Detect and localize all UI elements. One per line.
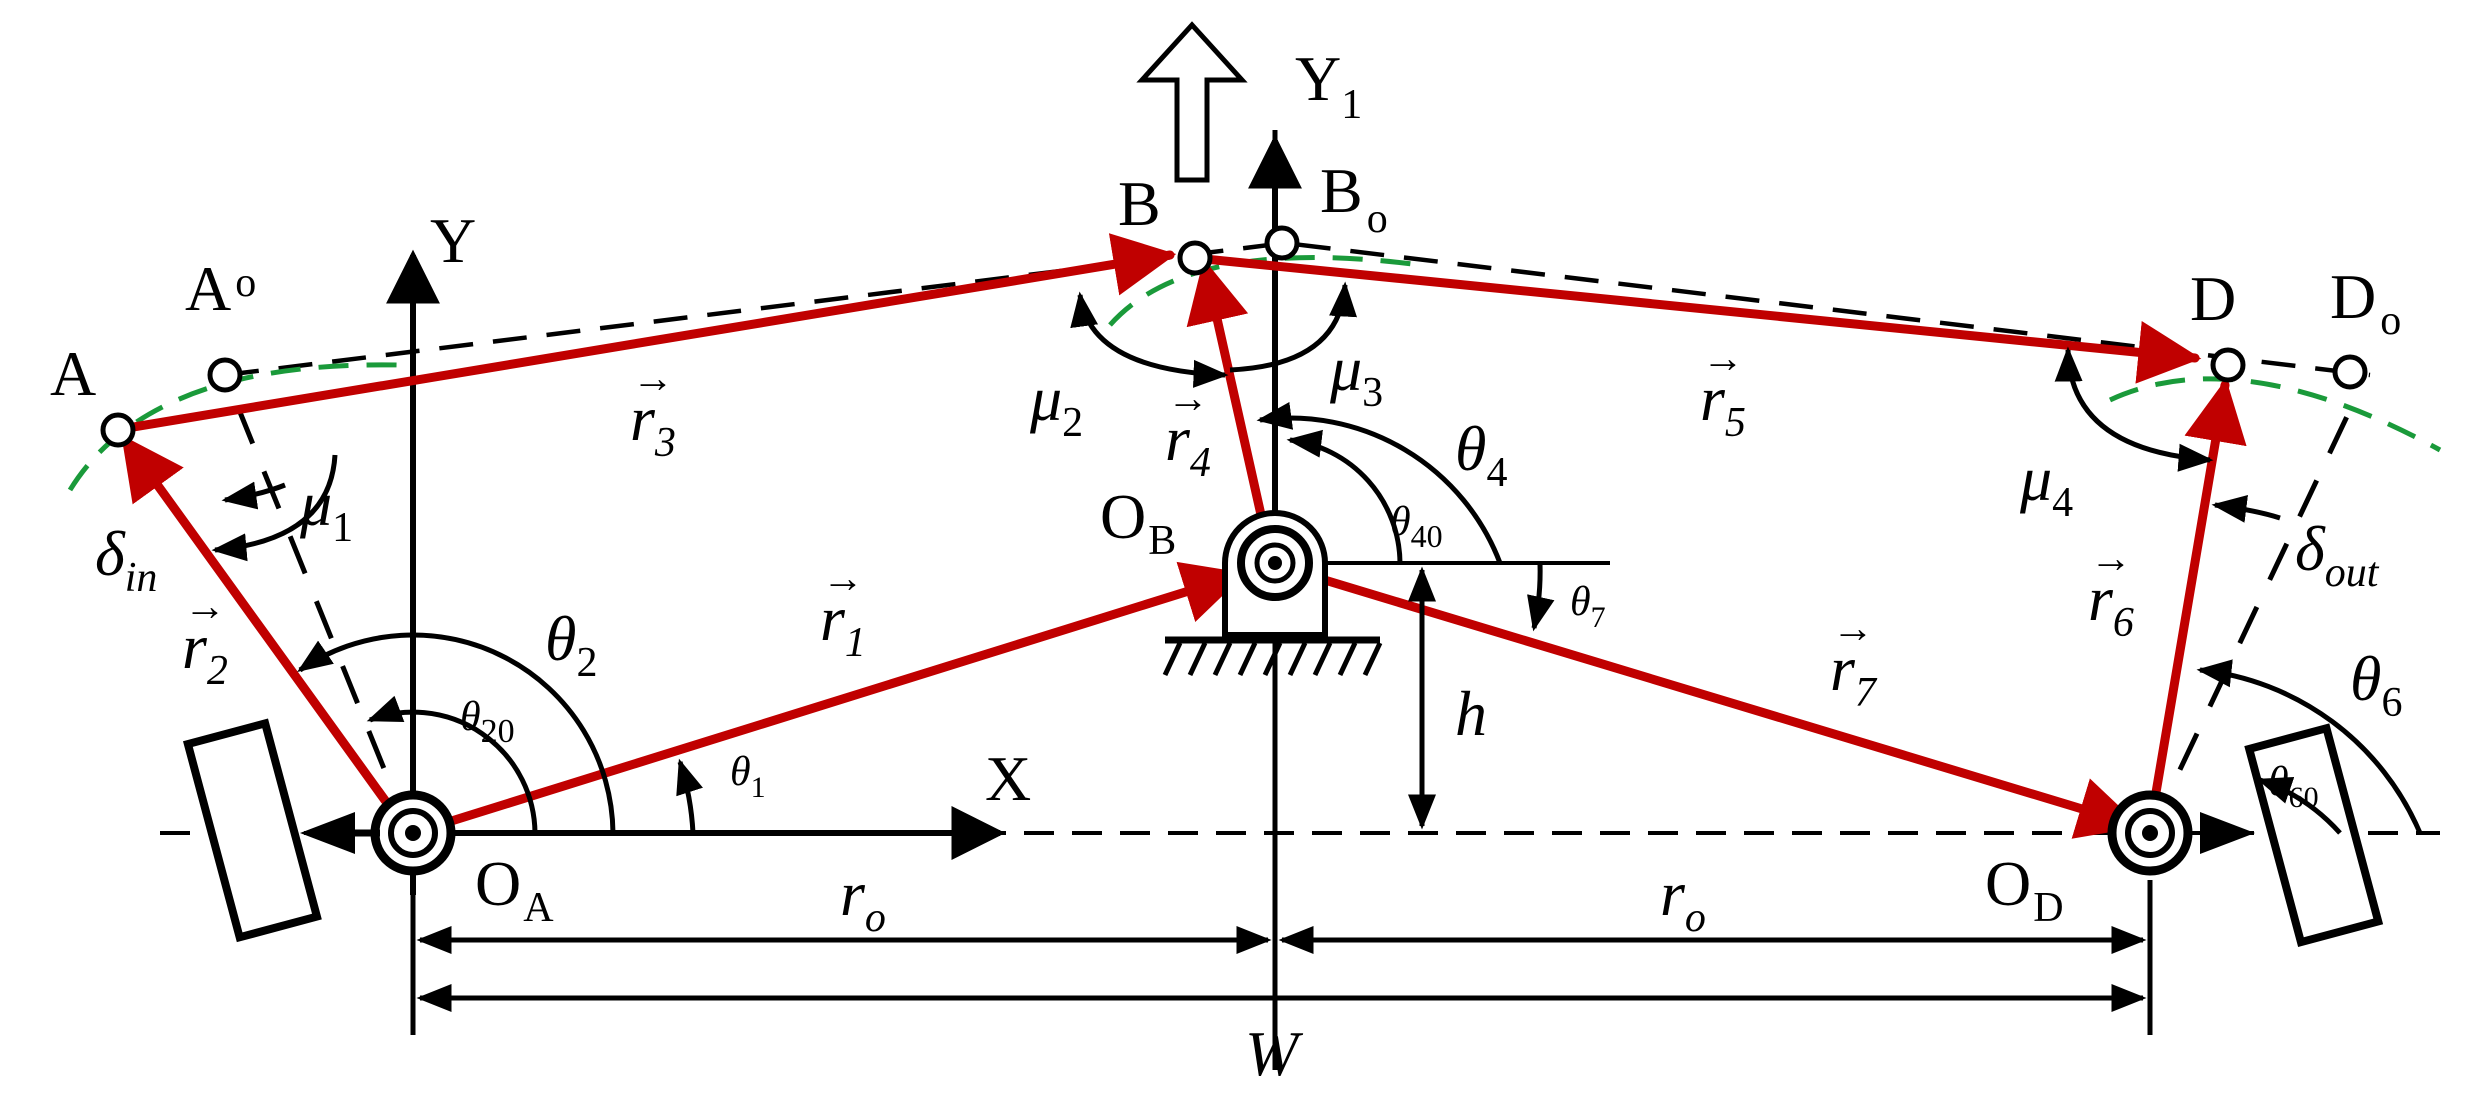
svg-text:→: → [632,356,674,402]
arc-mu2 [1070,291,1229,388]
vector-r3 [110,233,1177,435]
svg-text:→: → [2090,536,2132,582]
path-curve-middle [1108,255,1421,327]
x-axis-label: X [985,743,1031,814]
knuckle-arm-original-right [2147,408,2353,835]
vector-r4 [1186,258,1275,560]
point-B-joint [1177,240,1213,276]
original-link-dashed-line [224,240,2371,378]
label-Do: Do [2330,261,2401,344]
path-curve-left [67,362,401,492]
label-B: B [1118,168,1161,239]
label-OA: OA [475,848,554,931]
label-W: W [1245,1018,1304,1089]
knuckle-arm-original-left [222,374,413,834]
label-D: D [2190,263,2236,334]
svg-text:r5: r5 [1700,363,1746,446]
path-curve-right [2108,376,2442,453]
svg-text:→: → [1702,336,1744,382]
label-theta1: θ1 [730,749,766,804]
y1-axis-label: Y1 [1295,43,1362,128]
svg-text:→: → [1167,376,1209,422]
arc-theta60 [2256,776,2342,835]
arc-delta-out [2211,495,2281,523]
label-theta7: θ7 [1570,579,1606,634]
label-r5: r5 → [1700,336,1746,446]
arc-theta6 [2196,659,2423,834]
label-r6: r6 → [2088,536,2134,646]
y-axis-label: Y [430,205,476,276]
label-r3: r3 → [630,356,676,466]
vector-r2 [120,434,410,833]
arc-theta4 [1256,401,1503,564]
arc-theta40 [1286,429,1403,564]
svg-text:r4: r4 [1165,403,1211,486]
pivot-OD [2107,790,2193,876]
arc-theta2 [297,632,616,834]
arc-mu1 [211,454,338,562]
label-theta4: θ4 [1455,413,1507,496]
point-Ao-joint [207,357,243,393]
vector-r1 [408,561,1247,838]
label-delta-out: δout [2295,513,2380,596]
label-mu3: μ3 [1329,333,1383,416]
wheel-left-arm [300,812,355,854]
point-A-joint [100,412,136,448]
label-Bo: Bo [1320,155,1388,242]
label-theta2: θ2 [545,603,597,686]
vector-r7 [1280,563,2142,839]
label-theta40: θ40 [1390,499,1443,554]
arc-delta-in [221,481,286,510]
label-h: h [1455,678,1487,749]
label-delta-in: δin [95,518,157,601]
arc-theta20 [366,695,538,834]
svg-text:r3: r3 [630,383,676,466]
label-theta6: θ6 [2350,643,2402,726]
motion-up-arrow-icon [1136,21,1248,183]
arc-theta1 [676,758,703,834]
point-D-joint [2210,347,2246,383]
label-mu4: μ4 [2019,443,2073,526]
label-Ao: Ao [185,253,256,324]
label-OB: OB [1100,481,1176,564]
svg-text:→: → [822,556,864,602]
svg-text:→: → [184,584,226,630]
pivot-OA [370,790,456,876]
svg-text:r7: r7 [1830,633,1878,716]
label-mu1: μ1 [299,468,353,551]
svg-text:r1: r1 [820,583,866,666]
point-Do-joint [2332,354,2368,390]
label-r1: r1 → [820,556,866,666]
wheel-left [182,718,322,943]
svg-text:r6: r6 [2088,563,2134,646]
label-theta60: θ60 [2268,759,2319,814]
svg-text:→: → [1832,606,1874,652]
arc-mu3 [1229,281,1357,373]
label-r7: r7 → [1830,606,1878,716]
label-OD: OD [1985,848,2064,931]
arc-theta7 [1527,562,1555,632]
arc-mu4 [2054,346,2214,472]
svg-text:r2: r2 [182,611,228,694]
vector-r5 [1190,253,2202,384]
wheel-right-arm [2200,812,2255,854]
label-ro-right: ro [1660,858,1706,941]
point-Bo-joint [1264,225,1300,261]
pivot-OB [1162,510,1383,677]
label-ro-left: ro [840,858,886,941]
label-A: A [50,338,96,409]
label-r2: r2 → [182,584,228,694]
label-theta20: θ20 [460,694,515,750]
label-r4: r4 → [1165,376,1211,486]
label-mu2: μ2 [1029,363,1083,446]
